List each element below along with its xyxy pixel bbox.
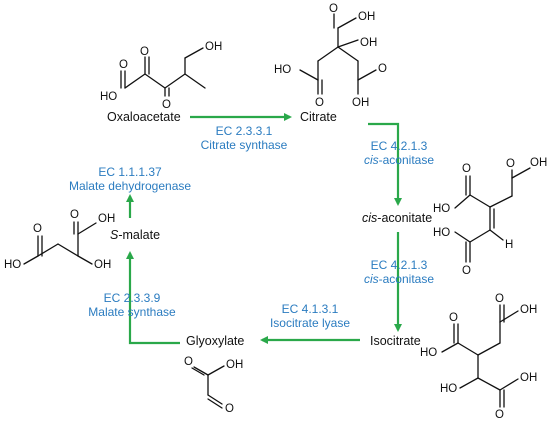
svg-text:O: O bbox=[329, 3, 338, 15]
glyoxylate-structure: O OH O bbox=[184, 356, 243, 415]
svg-text:O: O bbox=[140, 46, 149, 58]
compound-cis-aconitate: cis-aconitate bbox=[362, 211, 433, 225]
svg-text:HO: HO bbox=[433, 203, 450, 215]
compound-citrate: Citrate bbox=[300, 110, 337, 124]
svg-text:O: O bbox=[33, 223, 42, 235]
enzyme-name: Isocitrate lyase bbox=[269, 316, 351, 330]
enzyme-malate-synthase: EC 2.3.3.9 Malate synthase bbox=[84, 291, 180, 319]
svg-text:O: O bbox=[378, 63, 387, 75]
svg-text:HO: HO bbox=[4, 259, 21, 271]
isocitrate-structure: O OH O HO HO OH O bbox=[420, 293, 537, 421]
arrow-glyoxylate-to-malate bbox=[126, 251, 180, 345]
enzyme-name: Citrate synthase bbox=[200, 138, 288, 152]
cis-aconitate-structure: O O OH HO HO H O bbox=[433, 157, 547, 277]
enzyme-cis-aconitase-1: EC 4.2.1.3 cis-aconitase bbox=[360, 139, 438, 167]
compound-oxaloacetate: Oxaloacetate bbox=[107, 110, 181, 124]
svg-text:OH: OH bbox=[360, 37, 377, 49]
compound-glyoxylate: Glyoxylate bbox=[186, 334, 245, 348]
enzyme-isocitrate-lyase: EC 4.1.3.1 Isocitrate lyase bbox=[262, 302, 358, 330]
compound-s-malate: S-malate bbox=[110, 228, 161, 242]
enzyme-ec-number: EC 2.3.3.1 bbox=[215, 124, 273, 138]
svg-text:H: H bbox=[505, 239, 513, 251]
oxaloacetate-structure: O O OH HO O bbox=[100, 41, 222, 111]
svg-text:O: O bbox=[495, 409, 504, 421]
enzyme-ec-number: EC 4.2.1.3 bbox=[370, 258, 428, 272]
svg-text:OH: OH bbox=[358, 11, 375, 23]
svg-text:O: O bbox=[449, 312, 458, 324]
svg-text:HO: HO bbox=[274, 64, 291, 76]
svg-text:HO: HO bbox=[433, 227, 450, 239]
svg-text:O: O bbox=[462, 265, 471, 277]
enzyme-ec-number: EC 1.1.1.37 bbox=[98, 165, 162, 179]
svg-text:OH: OH bbox=[94, 259, 111, 271]
svg-text:O: O bbox=[70, 209, 79, 221]
svg-text:OH: OH bbox=[98, 213, 115, 225]
svg-text:OH: OH bbox=[520, 372, 537, 384]
enzyme-name: cis-aconitase bbox=[363, 272, 435, 286]
enzyme-ec-number: EC 2.3.3.9 bbox=[103, 291, 161, 305]
svg-text:OH: OH bbox=[352, 97, 369, 109]
pathway-arrows bbox=[126, 113, 402, 345]
arrow-citrate-to-cis-aconitate bbox=[368, 122, 402, 206]
svg-text:O: O bbox=[162, 99, 171, 111]
compound-isocitrate: Isocitrate bbox=[370, 334, 421, 348]
svg-text:O: O bbox=[315, 97, 324, 109]
enzyme-name: Malate dehydrogenase bbox=[68, 179, 192, 193]
svg-text:OH: OH bbox=[520, 304, 537, 316]
enzyme-ec-number: EC 4.1.3.1 bbox=[281, 302, 339, 316]
enzyme-citrate-synthase: EC 2.3.3.1 Citrate synthase bbox=[196, 124, 292, 152]
s-malate-structure: O O OH HO OH bbox=[4, 209, 115, 271]
citrate-structure: O OH OH HO O O OH bbox=[274, 3, 387, 109]
svg-text:OH: OH bbox=[205, 41, 222, 53]
svg-text:O: O bbox=[119, 59, 128, 71]
svg-text:OH: OH bbox=[530, 157, 547, 169]
svg-text:O: O bbox=[506, 158, 515, 170]
enzyme-name: Malate synthase bbox=[88, 305, 176, 319]
svg-text:O: O bbox=[225, 403, 234, 415]
svg-text:HO: HO bbox=[440, 383, 457, 395]
enzyme-cis-aconitase-2: EC 4.2.1.3 cis-aconitase bbox=[360, 258, 438, 286]
svg-text:HO: HO bbox=[100, 91, 117, 103]
enzyme-name: cis-aconitase bbox=[363, 153, 435, 167]
svg-text:HO: HO bbox=[420, 347, 437, 359]
svg-text:O: O bbox=[495, 293, 504, 305]
enzyme-ec-number: EC 4.2.1.3 bbox=[370, 139, 428, 153]
svg-text:OH: OH bbox=[226, 359, 243, 371]
enzyme-malate-dehydrogenase: EC 1.1.1.37 Malate dehydrogenase bbox=[60, 165, 200, 193]
svg-text:O: O bbox=[462, 163, 471, 175]
svg-text:O: O bbox=[184, 356, 193, 368]
